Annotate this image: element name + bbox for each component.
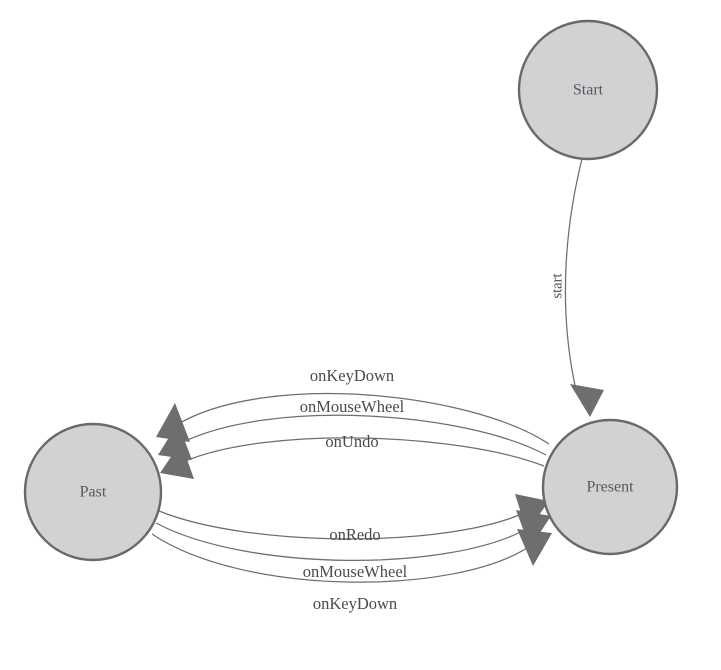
node-present-circle [541, 418, 679, 556]
edge-label-present-past-2: onMouseWheel [300, 397, 405, 416]
edge-group-past-to-present-2[interactable] [155, 510, 551, 561]
node-past-circle [23, 422, 163, 562]
edge-arrowhead-start [570, 384, 604, 417]
edge-arrowhead-past-present-3 [517, 529, 552, 566]
edge-label-past-present-3: onKeyDown [313, 594, 397, 613]
edge-label-past-present-1: onRedo [329, 525, 380, 544]
edge-group-start-to-present[interactable] [564, 158, 604, 417]
edge-path-past-present-1 [158, 510, 527, 540]
edge-label-past-present-2: onMouseWheel [303, 562, 408, 581]
edge-path-present-past-1 [177, 393, 550, 445]
node-start-label: Start [573, 82, 604, 99]
edge-group-present-to-past-3[interactable] [160, 437, 545, 479]
edge-group-past-to-present-3[interactable] [151, 529, 552, 583]
edge-path-past-present-2 [155, 522, 529, 561]
edge-label-present-past-3: onUndo [325, 432, 378, 451]
node-start[interactable]: Start [517, 19, 659, 161]
edge-label-start: start [549, 274, 565, 299]
node-present[interactable]: Present [541, 418, 679, 556]
edge-path-start [564, 158, 583, 391]
node-present-label: Present [586, 479, 634, 496]
edge-path-present-past-2 [180, 414, 547, 456]
edge-label-present-past-1: onKeyDown [310, 366, 394, 385]
edge-arrowhead-present-past-3 [160, 442, 194, 479]
edge-path-present-past-3 [182, 437, 545, 467]
edge-arrowhead-past-present-2 [516, 510, 551, 548]
node-past[interactable]: Past [23, 422, 163, 562]
node-start-circle [517, 19, 659, 161]
edge-path-past-present-3 [151, 533, 531, 583]
node-past-label: Past [80, 484, 107, 501]
